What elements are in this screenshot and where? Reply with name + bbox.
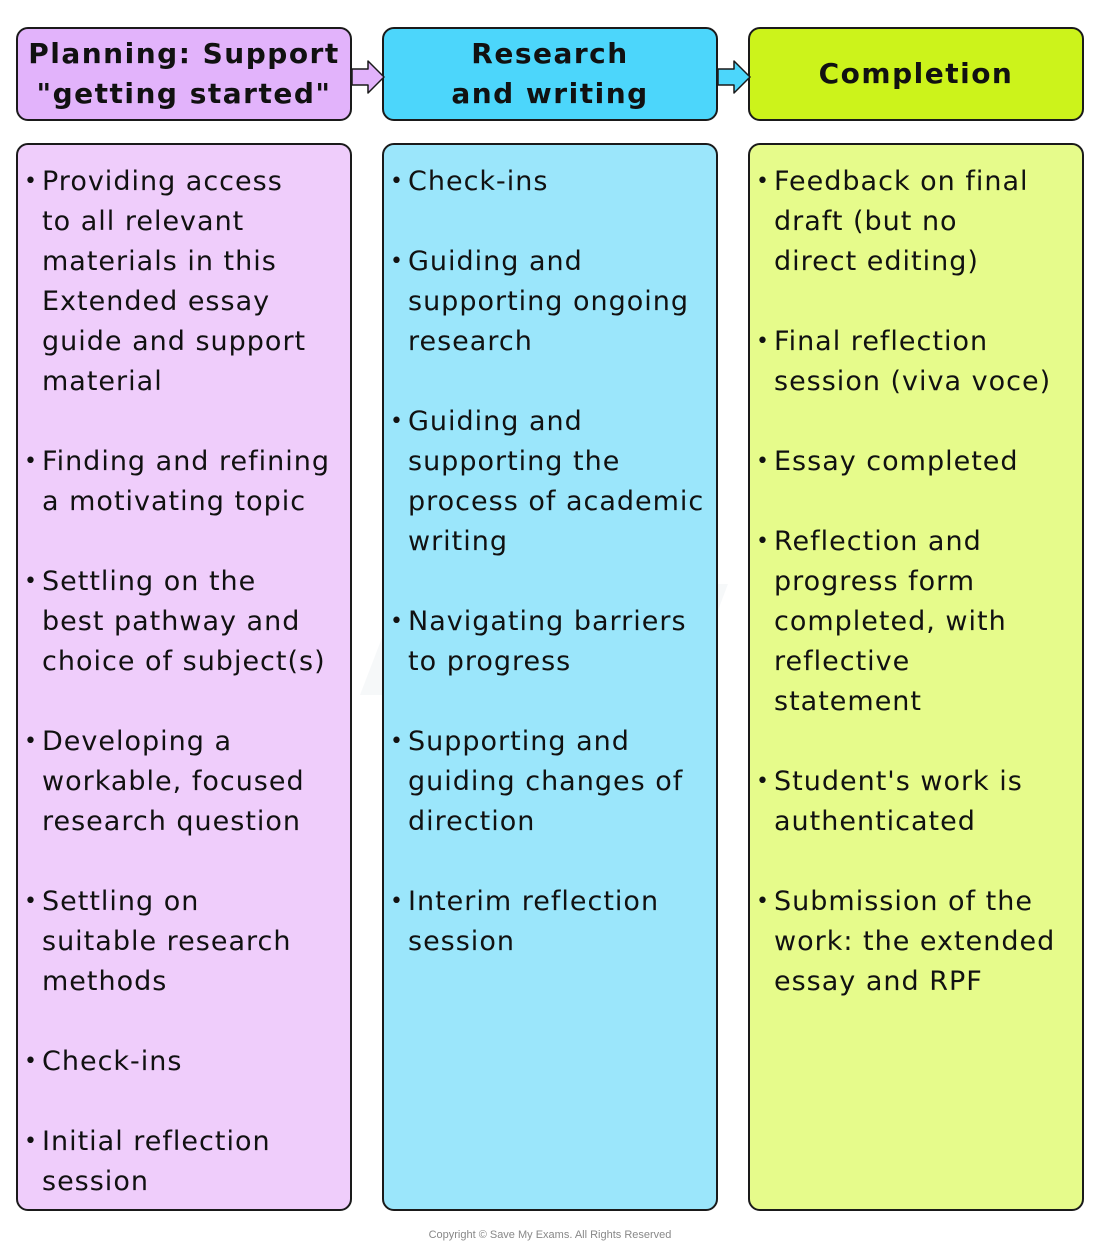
bullet-icon: •: [756, 529, 770, 554]
bullet-icon: •: [24, 1049, 38, 1074]
bullet-icon: •: [756, 169, 770, 194]
completion-list: •Feedback on final draft (but no direct …: [756, 162, 1082, 1002]
completion-list-item: •Feedback on final draft (but no direct …: [756, 162, 1082, 282]
research-list-item: •Supporting and guiding changes of direc…: [390, 722, 716, 842]
bullet-icon: •: [390, 729, 404, 754]
bullet-icon: •: [24, 889, 38, 914]
planning-list-item: •Settling on the best pathway and choice…: [24, 562, 350, 682]
list-item-text: Check-ins: [408, 166, 549, 197]
planning-list-item: •Initial reflection session: [24, 1122, 350, 1202]
bullet-icon: •: [756, 329, 770, 354]
research-column: •Check-ins•Guiding and supporting ongoin…: [382, 143, 718, 1211]
list-item-text: Submission of the work: the extended ess…: [774, 886, 1056, 997]
planning-list: •Providing access to all relevant materi…: [24, 162, 350, 1202]
completion-header: Completion: [748, 27, 1084, 121]
research-list-item: •Guiding and supporting ongoing research: [390, 242, 716, 362]
list-item-text: Initial reflection session: [42, 1126, 271, 1197]
list-item-text: Finding and refining a motivating topic: [42, 446, 331, 517]
list-item-text: Settling on suitable research methods: [42, 886, 292, 997]
research-list-item: •Navigating barriers to progress: [390, 602, 716, 682]
list-item-text: Developing a workable, focused research …: [42, 726, 305, 837]
bullet-icon: •: [390, 609, 404, 634]
bullet-icon: •: [24, 729, 38, 754]
completion-list-item: •Reflection and progress form completed,…: [756, 522, 1082, 722]
planning-header: Planning: Support "getting started": [16, 27, 352, 121]
bullet-icon: •: [24, 1129, 38, 1154]
bullet-icon: •: [756, 769, 770, 794]
bullet-icon: •: [756, 889, 770, 914]
completion-list-item: •Final reflection session (viva voce): [756, 322, 1082, 402]
list-item-text: Guiding and supporting ongoing research: [408, 246, 690, 357]
copyright-text: Copyright © Save My Exams. All Rights Re…: [428, 1229, 672, 1241]
bullet-icon: •: [24, 569, 38, 594]
research-list: •Check-ins•Guiding and supporting ongoin…: [390, 162, 716, 962]
list-item-text: Guiding and supporting the process of ac…: [408, 406, 705, 557]
planning-list-item: •Developing a workable, focused research…: [24, 722, 350, 842]
completion-column: •Feedback on final draft (but no direct …: [748, 143, 1084, 1211]
list-item-text: Providing access to all relevant materia…: [42, 166, 307, 397]
research-list-item: •Check-ins: [390, 162, 716, 202]
planning-list-item: •Settling on suitable research methods: [24, 882, 350, 1002]
completion-list-item: •Submission of the work: the extended es…: [756, 882, 1082, 1002]
planning-column: •Providing access to all relevant materi…: [16, 143, 352, 1211]
planning-list-item: •Providing access to all relevant materi…: [24, 162, 350, 402]
list-item-text: Feedback on final draft (but no direct e…: [774, 166, 1029, 277]
list-item-text: Student's work is authenticated: [774, 766, 1023, 837]
list-item-text: Interim reflection session: [408, 886, 660, 957]
arrow-icon-research-to-completion: [717, 60, 751, 94]
bullet-icon: •: [390, 889, 404, 914]
completion-list-item: •Student's work is authenticated: [756, 762, 1082, 842]
list-item-text: Reflection and progress form completed, …: [774, 526, 1007, 717]
bullet-icon: •: [390, 169, 404, 194]
bullet-icon: •: [390, 249, 404, 274]
bullet-icon: •: [24, 169, 38, 194]
completion-list-item: •Essay completed: [756, 442, 1082, 482]
research-list-item: •Interim reflection session: [390, 882, 716, 962]
list-item-text: Supporting and guiding changes of direct…: [408, 726, 684, 837]
bullet-icon: •: [24, 449, 38, 474]
research-header: Research and writing: [382, 27, 718, 121]
research-list-item: •Guiding and supporting the process of a…: [390, 402, 716, 562]
list-item-text: Settling on the best pathway and choice …: [42, 566, 326, 677]
planning-list-item: •Finding and refining a motivating topic: [24, 442, 350, 522]
list-item-text: Essay completed: [774, 446, 1019, 477]
list-item-text: Final reflection session (viva voce): [774, 326, 1052, 397]
planning-list-item: •Check-ins: [24, 1042, 350, 1082]
arrow-icon-planning-to-research: [351, 60, 385, 94]
list-item-text: Navigating barriers to progress: [408, 606, 687, 677]
bullet-icon: •: [756, 449, 770, 474]
bullet-icon: •: [390, 409, 404, 434]
list-item-text: Check-ins: [42, 1046, 183, 1077]
